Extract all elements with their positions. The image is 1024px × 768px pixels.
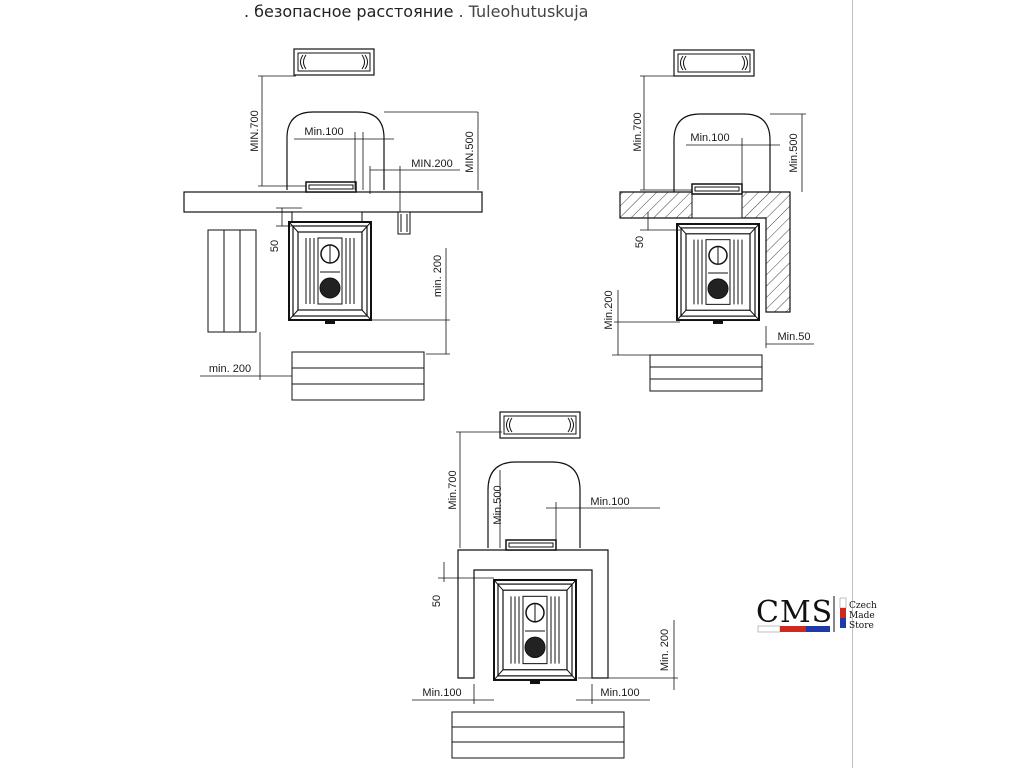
logo-stripe-red xyxy=(780,626,806,632)
page-title: . безопасное расстояние . Tuleohutuskuja xyxy=(244,2,588,21)
top-left-min200-floor-label: min. 200 xyxy=(432,255,444,297)
bottom-min100-right-label: Min.100 xyxy=(600,687,639,699)
title-finnish: . Tuleohutuskuja xyxy=(453,2,589,21)
bottom-min100-left-label: Min.100 xyxy=(422,687,461,699)
hot-air-zone-outline xyxy=(286,111,385,190)
top-left-min200-side-label: MIN.200 xyxy=(411,158,453,170)
page-border-line xyxy=(852,0,853,768)
niche-frame xyxy=(457,549,609,679)
chimney-pipe-symbol xyxy=(293,48,375,76)
logo-line-store: Store xyxy=(849,621,874,631)
top-right-min100-label: Min.100 xyxy=(690,132,729,144)
top-right-min500-label: Min.500 xyxy=(788,133,800,172)
cms-logo: CMS Czech Made Store xyxy=(756,595,877,633)
title-russian: . безопасное расстояние xyxy=(244,2,454,21)
top-right-50-label: 50 xyxy=(634,236,646,248)
top-left-50-label: 50 xyxy=(269,240,281,252)
logo-brand-text: CMS xyxy=(756,595,833,630)
bottom-min700-label: Min.700 xyxy=(447,470,459,509)
diagram-top-right: Min.700 Min.500 Min.100 50 Min.200 Min.5… xyxy=(603,49,814,392)
top-left-min700-label: MIN.700 xyxy=(249,110,261,152)
ceiling-slab xyxy=(183,191,483,213)
bottom-50-label: 50 xyxy=(431,595,443,607)
diagram-bottom: Min.700 Min.500 Min.100 50 Min. 200 Min.… xyxy=(412,411,678,759)
diagram-top-left: MIN.700 MIN.500 Min.100 MIN.200 50 mi xyxy=(183,48,483,401)
bottom-min100-top-label: Min.100 xyxy=(590,496,629,508)
top-left-min200-front-label: min. 200 xyxy=(209,363,251,375)
top-right-min50-label: Min.50 xyxy=(777,331,810,343)
top-left-min100-label: Min.100 xyxy=(304,126,343,138)
logo-line-czech: Czech xyxy=(849,601,877,611)
logo-stripe-white xyxy=(757,625,781,633)
bottom-min500-label: Min.500 xyxy=(492,485,504,524)
logo-line-made: Made xyxy=(849,611,875,621)
top-left-min500-label: MIN.500 xyxy=(464,131,476,173)
stove-top-collar xyxy=(291,211,363,223)
bottom-min200-label: Min. 200 xyxy=(659,629,671,671)
top-right-min200-label: Min.200 xyxy=(603,290,615,329)
top-right-min700-label: Min.700 xyxy=(632,112,644,151)
logo-stripe-blue xyxy=(806,626,830,632)
